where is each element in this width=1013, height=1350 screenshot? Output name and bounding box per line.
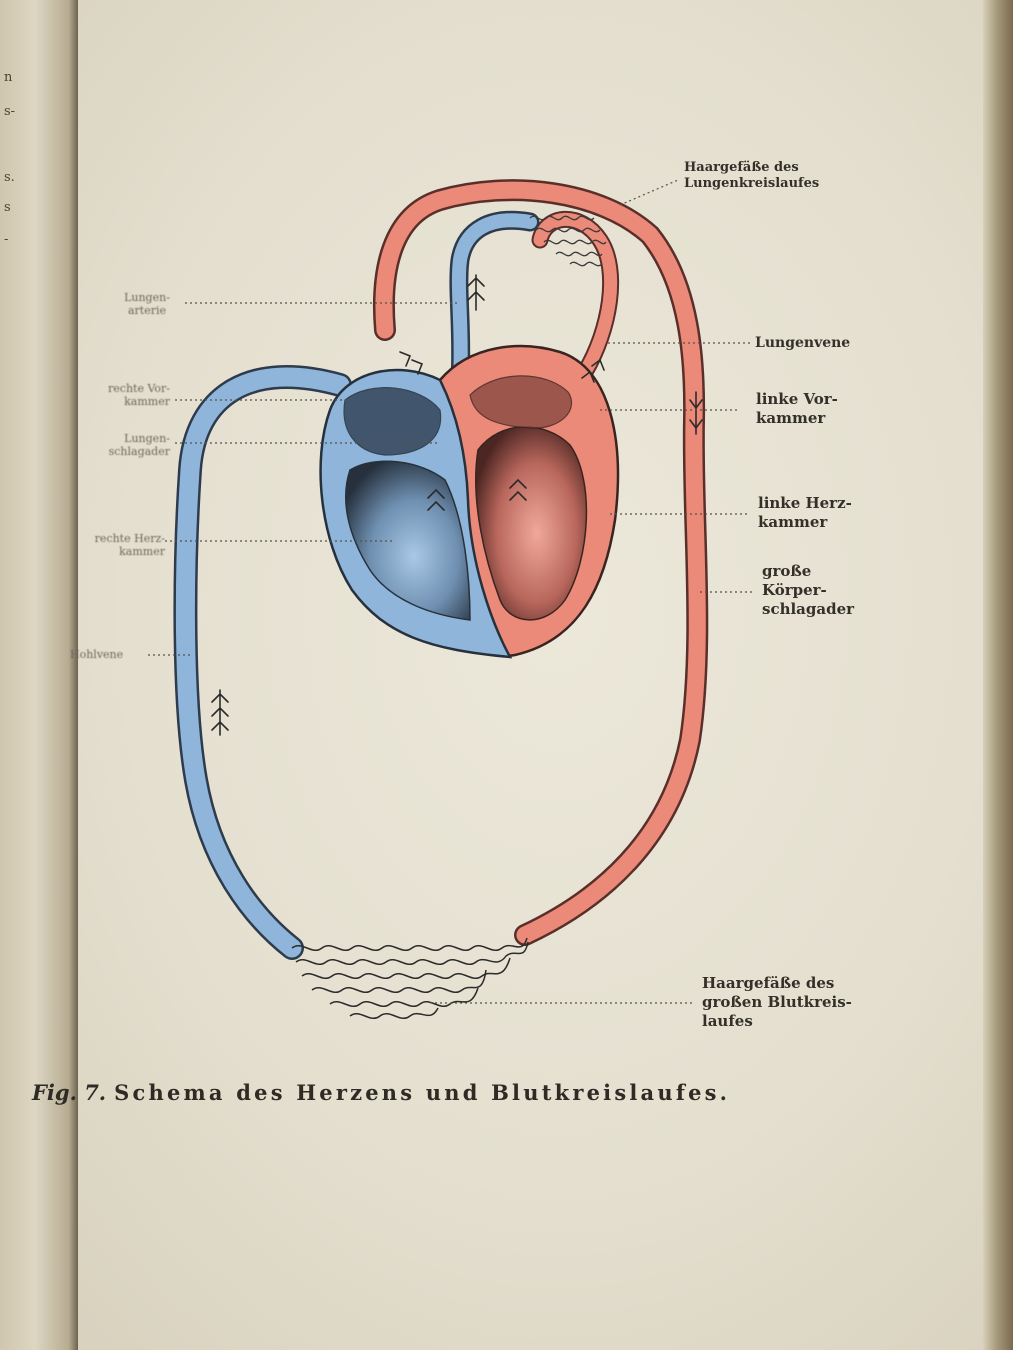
label-hohlvene: Hohlvene [70,648,124,661]
previous-page-text: s- [4,104,16,119]
label-lungenvene: Lungenvene [755,335,851,351]
previous-page-text: n [4,70,13,85]
previous-page-text: - [4,232,9,247]
label-rechte-herzkammer: rechte Herz- kammer [94,532,165,558]
hohlvene-vessel [173,365,352,960]
label-linke-vorkammer: linke Vor- kammer [756,390,838,427]
linke-vorkammer [469,375,573,429]
label-lungen-haargefaesse: Haargefäße des Lungenkreislaufes [684,160,820,191]
book-edge [983,0,1013,1350]
previous-page-text: s. [4,170,15,185]
previous-page-text: s [4,200,11,215]
linke-herzkammer [475,426,588,621]
koerper-capillaries [291,937,529,1019]
label-koerperschlagader: große Körper- schlagader [762,562,855,618]
label-rechte-vorkammer: rechte Vor- kammer [108,382,170,408]
label-lungenarterie: Lungen- arterie [124,291,170,317]
figure-title: Schema des Herzens und Blutkreislaufes. [114,1080,731,1105]
flow-arrows [211,274,703,736]
leader-lines [148,179,752,1004]
label-lungenschlagader: Lungen- schlagader [108,432,170,458]
figure-caption: Fig. 7. Schema des Herzens und Blutkreisl… [32,1080,932,1105]
lungen-capillaries [529,215,607,267]
book-gutter [0,0,78,1350]
label-linke-herzkammer: linke Herz- kammer [758,494,852,531]
rechte-vorkammer [343,387,442,456]
label-koerper-haargefaesse: Haargefäße des großen Blutkreis- laufes [702,974,852,1030]
figure-number: Fig. 7. [32,1080,107,1105]
